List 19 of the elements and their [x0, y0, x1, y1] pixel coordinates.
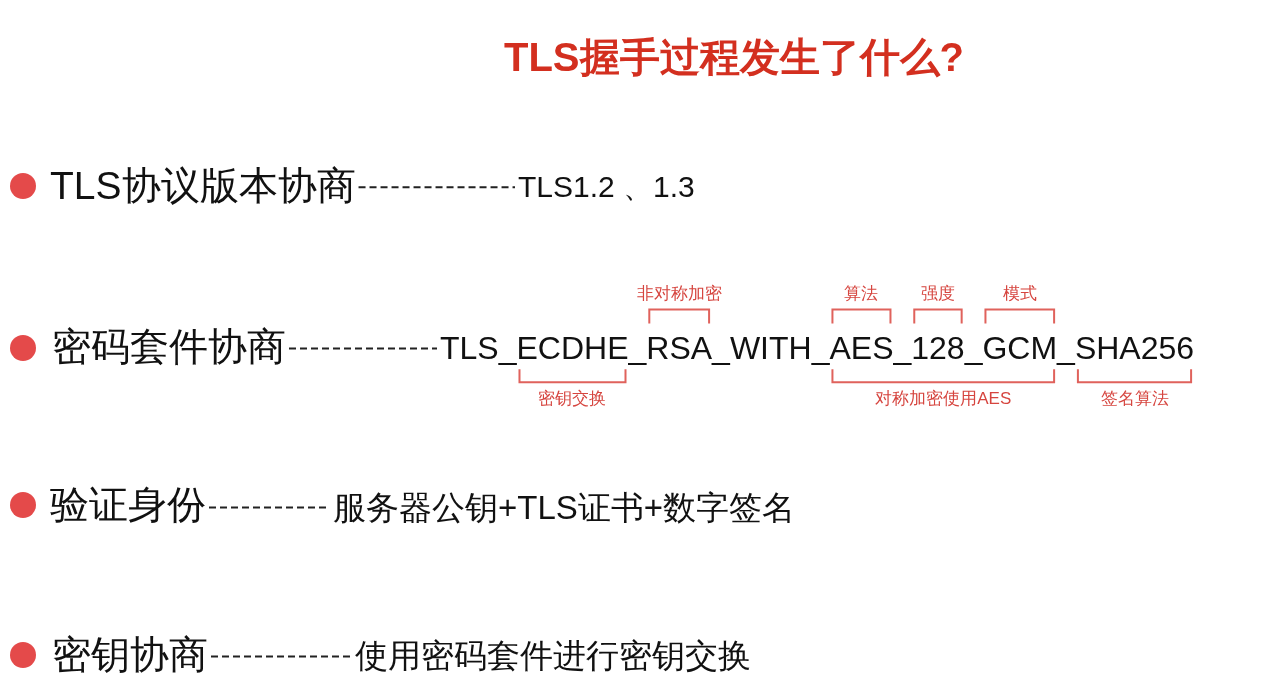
cipher-suite-text: TLS_ECDHE_RSA_WITH_AES_128_GCM_SHA256: [440, 329, 1195, 367]
annotation-label: 非对称加密: [636, 283, 722, 304]
annotation-label: 强度: [920, 283, 955, 304]
annotation-label: 算法: [844, 283, 879, 304]
item-heading: 验证身份: [50, 482, 206, 528]
item-value: 服务器公钥+TLS证书+数字签名: [333, 489, 796, 527]
annotation-label: 对称加密使用AES: [875, 389, 1012, 409]
leader-line: [210, 655, 353, 658]
item-heading: 密钥协商: [52, 632, 208, 678]
annotation-label: 签名算法: [1100, 389, 1169, 409]
annotation-label: 模式: [1002, 283, 1037, 304]
item-value: TLS1.2 、1.3: [518, 169, 695, 204]
leader-line: [357, 186, 516, 189]
item-heading: 密码套件协商: [52, 324, 286, 370]
leader-line: [288, 347, 438, 350]
item-value: 使用密码套件进行密钥交换: [355, 637, 751, 675]
title: TLS握手过程发生了什么?: [504, 34, 964, 80]
annotation-label: 密钥交换: [538, 389, 607, 409]
item-heading: TLS协议版本协商: [50, 163, 356, 209]
